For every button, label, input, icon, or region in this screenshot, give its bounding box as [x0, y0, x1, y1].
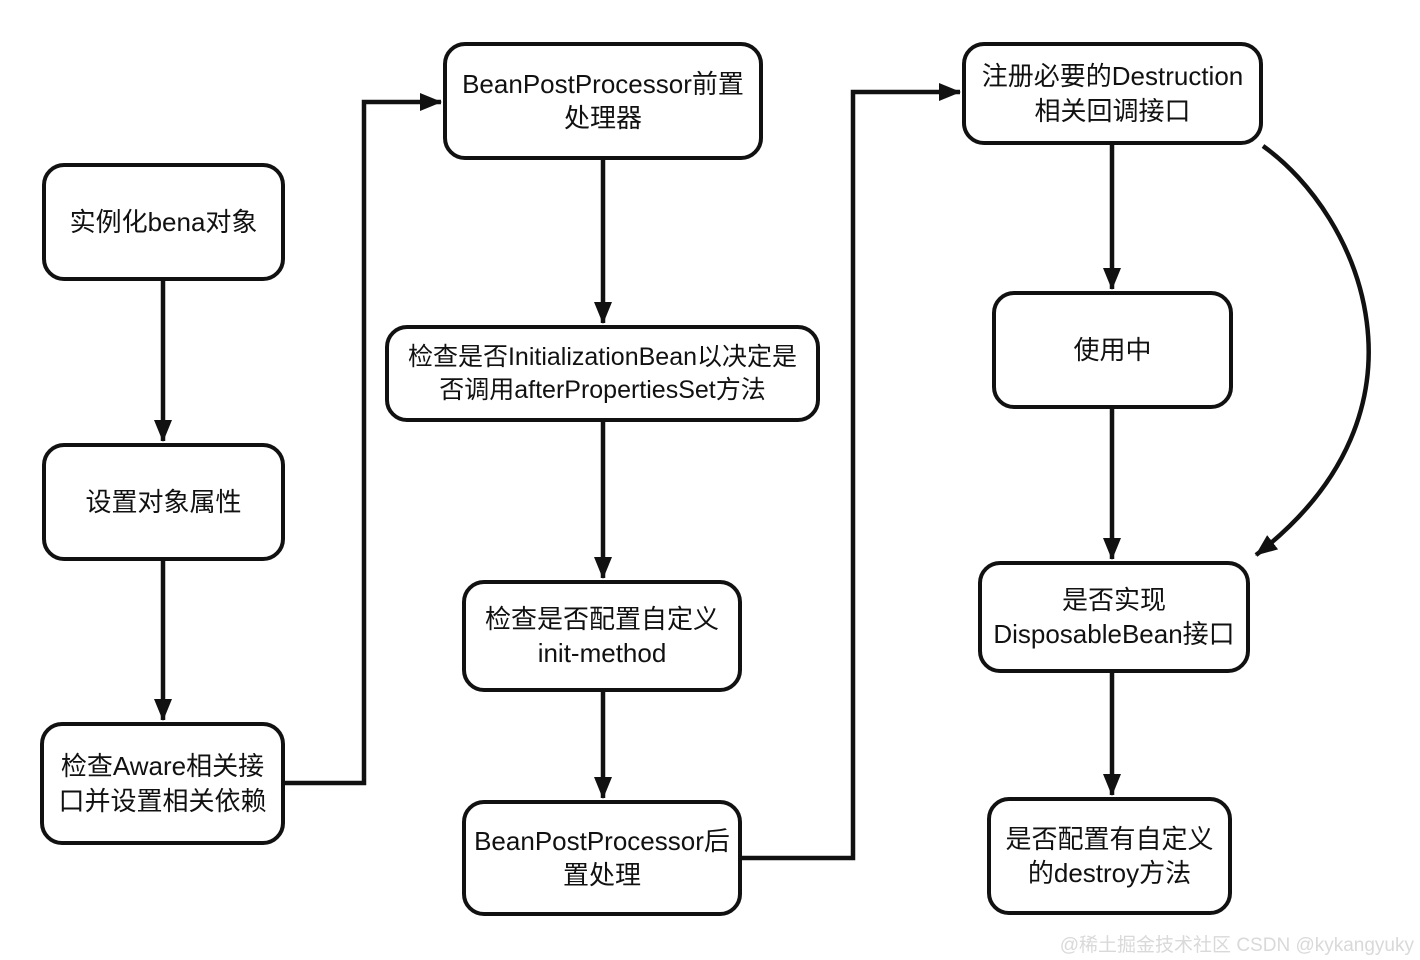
node-label: BeanPostProcessor后 [474, 825, 730, 856]
node-label: 设置对象属性 [85, 486, 242, 517]
node-instantiate-bean: 实例化bena对象 [42, 163, 285, 281]
node-label: 检查Aware相关接 [60, 751, 265, 782]
node-register-destruction: 注册必要的Destruction 相关回调接口 [962, 42, 1263, 145]
watermark-line-1: @稀土掘金技术社区 [1059, 935, 1232, 956]
node-label: 否调用afterPropertiesSet方法 [439, 375, 766, 404]
watermark-line-2: CSDN @kykangyuky [1236, 935, 1414, 956]
node-label: 实例化bena对象 [69, 206, 258, 237]
node-label: 口并设置相关依赖 [58, 785, 267, 816]
node-in-use: 使用中 [992, 291, 1233, 409]
node-label: init-method [537, 638, 667, 668]
node-label: 相关回调接口 [1034, 95, 1191, 126]
watermark: @稀土掘金技术社区 CSDN @kykangyuky [1060, 935, 1414, 956]
node-bpp-after: BeanPostProcessor后 置处理 [462, 800, 742, 916]
node-label: 检查是否InitializationBean以决定是 [407, 342, 797, 371]
node-check-initialization: 检查是否InitializationBean以决定是 否调用afterPrope… [385, 325, 820, 422]
node-label: DisposableBean接口 [993, 619, 1235, 649]
node-check-disposable-bean: 是否实现 DisposableBean接口 [978, 561, 1250, 673]
node-label: 注册必要的Destruction [981, 61, 1244, 92]
node-check-aware: 检查Aware相关接 口并设置相关依赖 [40, 722, 285, 845]
arrow-bpp-after-to-register-destruction [742, 83, 961, 861]
node-label: 的destroy方法 [1027, 858, 1192, 888]
arrow-check-aware-to-bpp-before [285, 93, 442, 786]
node-set-properties: 设置对象属性 [42, 443, 285, 561]
node-label: BeanPostProcessor前置 [462, 68, 744, 99]
node-label: 检查是否配置自定义 [484, 603, 719, 634]
node-check-init-method: 检查是否配置自定义 init-method [462, 580, 742, 692]
node-label: 置处理 [562, 860, 641, 890]
node-label: 使用中 [1073, 334, 1152, 365]
node-check-destroy-method: 是否配置有自定义 的destroy方法 [987, 797, 1232, 915]
node-label: 是否配置有自定义 [1005, 823, 1214, 854]
node-label: 是否实现 [1061, 584, 1166, 615]
node-bpp-before: BeanPostProcessor前置 处理器 [443, 42, 763, 160]
node-label: 处理器 [563, 103, 642, 133]
curve-register-destruction-to-disposable-bean [1254, 144, 1371, 557]
